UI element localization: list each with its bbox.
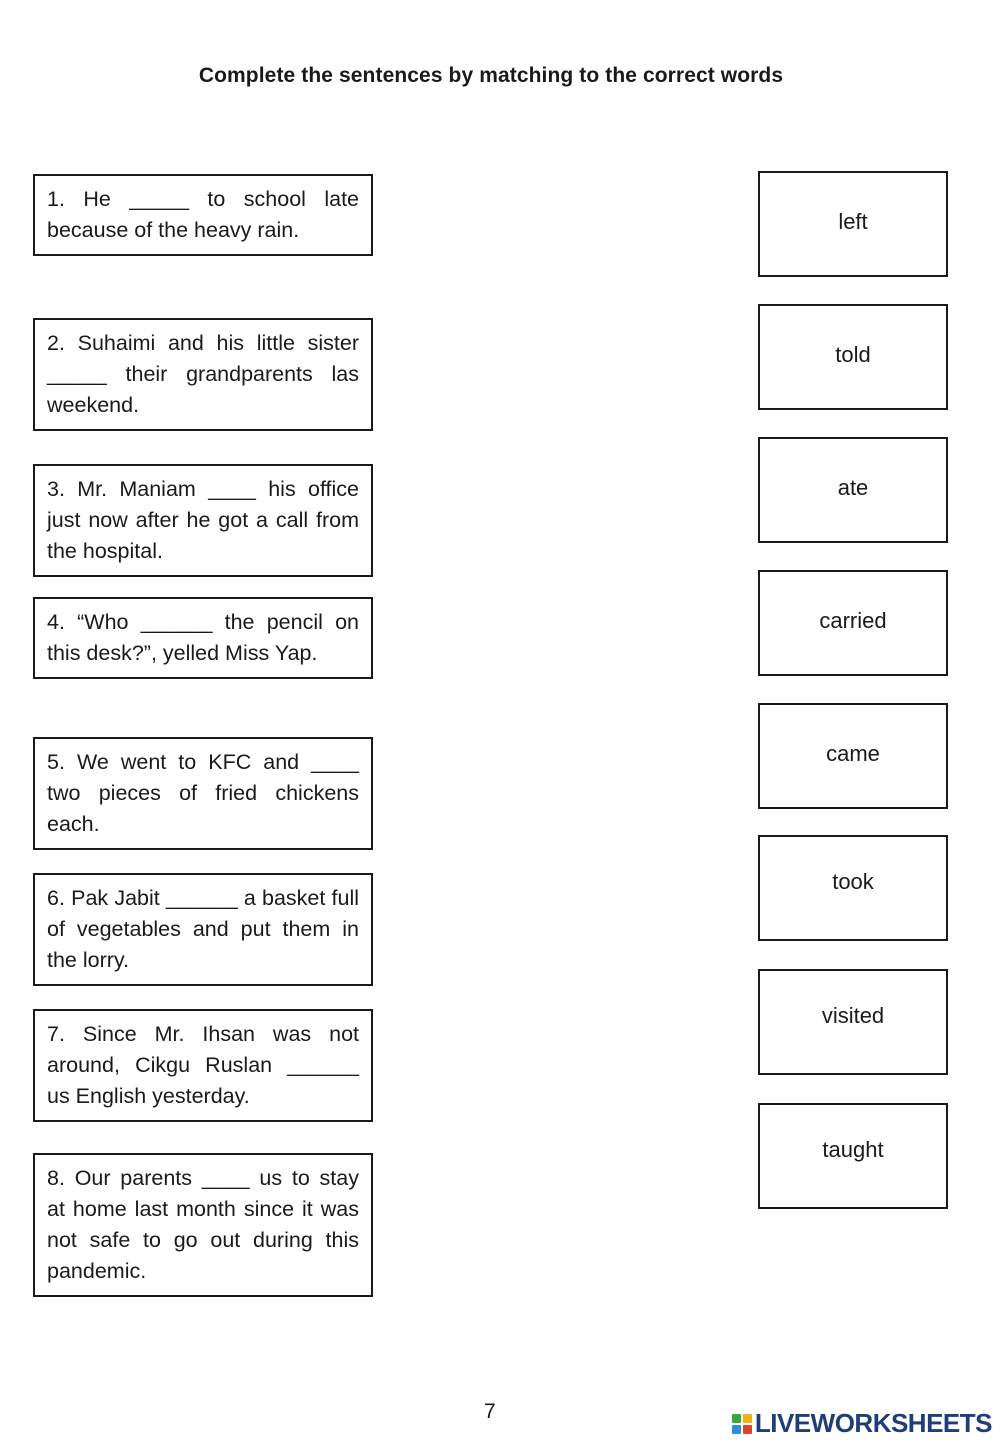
word-label: took	[832, 869, 874, 894]
word-label: told	[835, 342, 871, 367]
logo-text: LIVEWORKSHEETS	[754, 1408, 993, 1438]
word-label: left	[838, 209, 868, 234]
word-box-carried[interactable]: carried	[758, 570, 948, 676]
sentence-box-4: 4. “Who ______ the pencil on this desk?”…	[33, 597, 373, 679]
sentence-box-2: 2. Suhaimi and his little sister _____ t…	[33, 318, 373, 431]
sentence-box-8: 8. Our parents ____ us to stay at home l…	[33, 1153, 373, 1297]
word-box-left[interactable]: left	[758, 171, 948, 277]
sentence-box-5: 5. We went to KFC and ____ two pieces of…	[33, 737, 373, 850]
sentence-box-7: 7. Since Mr. Ihsan was not around, Cikgu…	[33, 1009, 373, 1122]
word-box-taught[interactable]: taught	[758, 1103, 948, 1209]
word-label: visited	[821, 1003, 885, 1028]
word-label: taught	[822, 1137, 884, 1162]
liveworksheets-logo[interactable]: LIVEWORKSHEETS	[731, 1408, 993, 1439]
sentence-box-1: 1. He _____ to school late because of th…	[33, 174, 373, 256]
word-label: carried	[819, 608, 887, 633]
sentence-box-6: 6. Pak Jabit ______ a basket full of veg…	[33, 873, 373, 986]
liveworksheets-logo-icon	[731, 1413, 752, 1434]
word-box-told[interactable]: told	[758, 304, 948, 410]
word-label: ate	[837, 475, 869, 500]
word-label: came	[826, 741, 880, 766]
sentence-box-3: 3. Mr. Maniam ____ his office just now a…	[33, 464, 373, 577]
word-box-took[interactable]: took	[758, 835, 948, 941]
word-box-came[interactable]: came	[758, 703, 948, 809]
word-box-ate[interactable]: ate	[758, 437, 948, 543]
worksheet-title: Complete the sentences by matching to th…	[198, 64, 784, 87]
page-number: 7	[484, 1400, 496, 1423]
word-box-visited[interactable]: visited	[758, 969, 948, 1075]
